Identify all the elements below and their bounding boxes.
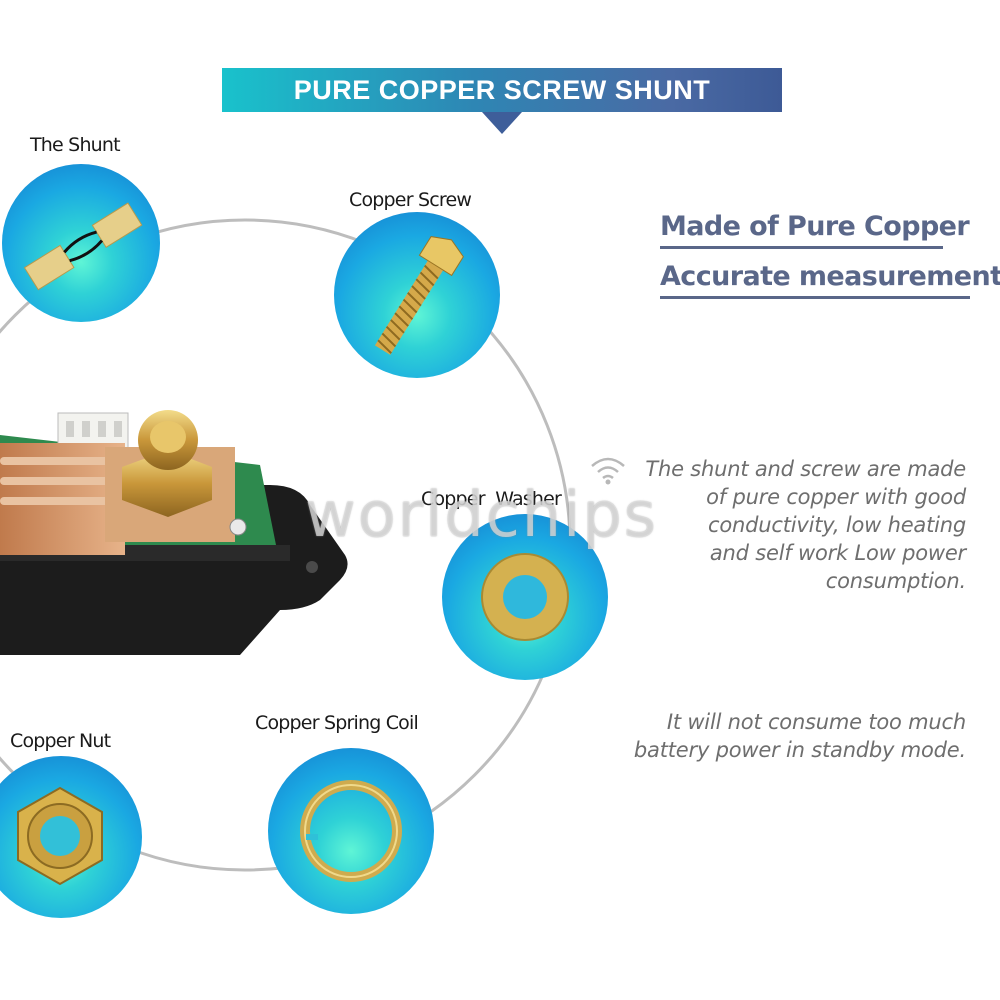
part-label-copper-screw: Copper Screw xyxy=(349,189,472,211)
part-label-copper-nut: Copper Nut xyxy=(10,730,111,752)
watermark-text: worldchips xyxy=(305,478,658,551)
part-circle-copper-screw xyxy=(334,212,500,378)
standby-text: It will not consume too much battery pow… xyxy=(586,708,966,764)
heading-accurate-measurement: Accurate measurement xyxy=(660,261,1000,299)
description-line: and self work Low power xyxy=(709,541,966,565)
standby-line: battery power in standby mode. xyxy=(633,738,966,762)
shunt-icon xyxy=(23,202,143,291)
part-label-copper-spring-coil: Copper Spring Coil xyxy=(255,712,419,734)
washer-icon xyxy=(481,553,569,641)
banner-arrow-icon xyxy=(482,112,522,134)
nut-icon xyxy=(17,786,103,886)
spring-coil-icon xyxy=(300,780,402,882)
part-circle-copper-washer xyxy=(442,514,608,680)
part-label-shunt: The Shunt xyxy=(30,134,121,156)
standby-line: It will not consume too much xyxy=(666,710,966,734)
screw-icon xyxy=(374,236,464,355)
wifi-icon xyxy=(591,457,625,485)
description-line: The shunt and screw are made xyxy=(645,457,966,481)
description-line: conductivity, low heating xyxy=(708,513,966,537)
heading-pure-copper: Made of Pure Copper xyxy=(660,211,970,249)
part-circle-copper-nut xyxy=(0,756,142,918)
part-label-copper-washer: Copper Washer xyxy=(421,488,562,510)
title-banner: PURE COPPER SCREW SHUNT xyxy=(222,68,782,112)
description-line: of pure copper with good xyxy=(706,485,966,509)
description-text: The shunt and screw are made of pure cop… xyxy=(606,455,966,595)
part-circle-shunt xyxy=(2,164,160,322)
part-circle-copper-spring-coil xyxy=(268,748,434,914)
description-line: consumption. xyxy=(825,569,966,593)
shunt-module-image xyxy=(0,410,348,655)
banner-title: PURE COPPER SCREW SHUNT xyxy=(293,74,711,105)
